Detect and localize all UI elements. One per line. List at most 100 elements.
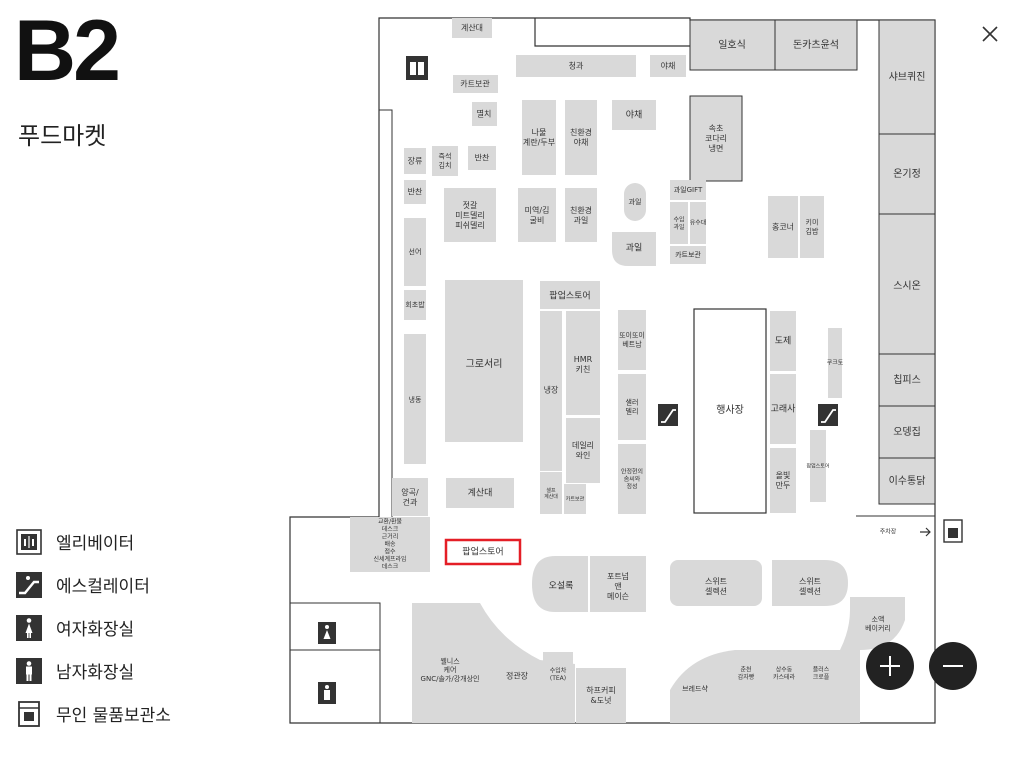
label-line: 셀프	[546, 486, 556, 493]
store-sangsu[interactable]	[766, 654, 802, 692]
store-ilhosik[interactable]	[689, 19, 776, 71]
legend-label: 에스컬레이터	[56, 577, 150, 597]
store-suite1[interactable]	[670, 560, 762, 606]
store-popup-mid[interactable]	[540, 281, 600, 309]
locker-marker-fill	[948, 528, 958, 538]
store-grains[interactable]	[392, 478, 428, 516]
restroom-figure-body	[323, 630, 331, 639]
store-doje[interactable]	[770, 311, 796, 371]
label-event: 행사장	[716, 404, 744, 416]
label-line: 즉석	[439, 152, 452, 161]
store-osulloc[interactable]	[532, 556, 588, 612]
store-popup-highlight[interactable]	[444, 538, 522, 566]
store-side-dish[interactable]	[468, 146, 496, 170]
wall	[378, 18, 393, 517]
label-line: 계란/두부	[523, 137, 555, 147]
plus-icon	[880, 656, 900, 676]
label-line: 코다리	[705, 134, 727, 143]
store-sokcho[interactable]	[689, 95, 743, 182]
close-button[interactable]	[978, 22, 1002, 46]
store-fruit-top[interactable]	[516, 55, 636, 77]
store-cookie[interactable]	[828, 328, 842, 398]
store-imported-fruit[interactable]	[670, 202, 688, 244]
label-line: 신세계프라임	[373, 555, 406, 563]
label-line: 과일	[574, 216, 589, 225]
label-hong: 홍코너	[772, 222, 794, 232]
label-osulloc: 오설록	[549, 581, 574, 592]
store-sashimi[interactable]	[404, 290, 426, 320]
store-side-dish-2[interactable]	[404, 180, 426, 204]
store-donkatsu[interactable]	[774, 19, 858, 71]
store-hong[interactable]	[768, 196, 798, 258]
label-line: 냉면	[709, 143, 724, 153]
store-vegetable-top[interactable]	[650, 55, 686, 77]
store-whale[interactable]	[770, 374, 796, 444]
store-suite2[interactable]	[772, 560, 848, 606]
store-cart-storage-1[interactable]	[453, 75, 498, 93]
minus-icon	[943, 665, 963, 667]
store-daily-wine[interactable]	[566, 418, 600, 483]
zoom-out-button[interactable]	[929, 642, 977, 690]
store-yusu[interactable]	[690, 202, 706, 244]
store-eco-fruit[interactable]	[565, 188, 597, 242]
store-odeng[interactable]	[878, 405, 936, 459]
store-vegetable[interactable]	[612, 100, 656, 130]
store-fruit-gift[interactable]	[670, 180, 706, 200]
store-fresh-fish[interactable]	[404, 218, 426, 286]
store-instant-kimchi[interactable]	[432, 146, 458, 176]
store-salad[interactable]	[618, 374, 646, 440]
store-jeonggwanjang[interactable]	[495, 660, 539, 720]
store-checkout-top[interactable]	[452, 18, 492, 38]
store-pleasure[interactable]	[804, 654, 838, 692]
escalator-icon	[16, 571, 42, 598]
store-chunchun[interactable]	[728, 654, 764, 692]
store-olbit[interactable]	[770, 448, 796, 513]
label-line: 속초	[709, 124, 724, 133]
store-tea[interactable]	[543, 652, 573, 697]
escalator-glyph	[661, 409, 676, 423]
label-line: 건과	[403, 497, 418, 507]
label-vegetable: 야채	[626, 110, 643, 121]
restroom-figure-body	[324, 690, 330, 700]
label-cart-storage-1: 카트보관	[460, 79, 490, 89]
close-icon	[982, 26, 998, 42]
store-frozen[interactable]	[404, 334, 426, 464]
store-sauce[interactable]	[404, 148, 426, 174]
store-half-coffee[interactable]	[576, 668, 626, 723]
store-refrigerated[interactable]	[540, 311, 562, 471]
store-fortnum[interactable]	[590, 556, 646, 612]
store-cart-storage-3[interactable]	[564, 484, 586, 514]
store-isu[interactable]	[878, 457, 936, 505]
store-fruit-oval[interactable]	[624, 183, 646, 221]
store-hmr[interactable]	[566, 311, 600, 415]
store-greens-tofu[interactable]	[522, 100, 556, 175]
store-cart-storage-2[interactable]	[670, 246, 706, 264]
store-self-checkout[interactable]	[540, 472, 562, 514]
floor-level: B2	[14, 3, 121, 99]
store-ansung[interactable]	[618, 444, 646, 514]
store-event[interactable]	[693, 308, 767, 514]
store-checkout[interactable]	[446, 478, 514, 508]
store-seaweed[interactable]	[518, 188, 556, 242]
store-chippis[interactable]	[878, 353, 936, 407]
store-service-desk[interactable]	[350, 517, 430, 572]
label-yusu: 유수대	[690, 219, 707, 227]
store-ongajeong[interactable]	[878, 133, 936, 215]
label-line: GNC/솔가/강개상인	[421, 674, 480, 683]
elevator-icon	[16, 528, 42, 555]
store-eco-veg[interactable]	[565, 100, 597, 175]
label-bread: 브레드샥	[682, 684, 708, 693]
store-ttoi[interactable]	[618, 310, 646, 370]
store-popup-small[interactable]	[810, 430, 826, 502]
zoom-in-button[interactable]	[866, 642, 914, 690]
label-line: 솜씨와	[624, 475, 641, 483]
store-kimi[interactable]	[800, 196, 824, 258]
label-line: 야채	[574, 137, 589, 147]
store-jeotgal[interactable]	[444, 188, 496, 242]
store-anchovy[interactable]	[472, 102, 497, 126]
store-grocery[interactable]	[445, 280, 523, 442]
store-susion[interactable]	[878, 213, 936, 355]
store-fruit[interactable]	[612, 232, 656, 266]
